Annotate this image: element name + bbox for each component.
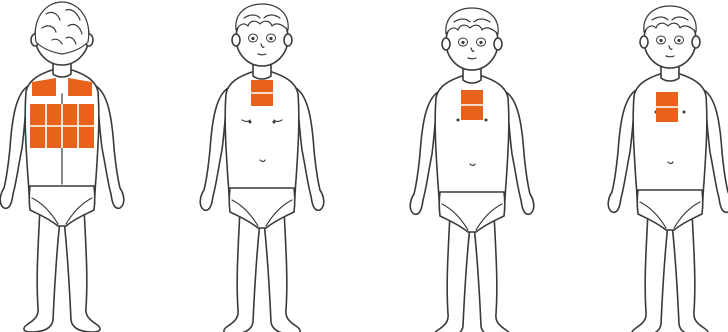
figure-front-neck	[200, 4, 324, 332]
upper-chest-patch-group	[461, 90, 483, 120]
figure-back-view	[0, 2, 124, 332]
figure-front-upper-chest	[410, 8, 534, 332]
neck-patch-group	[251, 80, 273, 106]
lower-chest-patch-group	[656, 92, 678, 122]
figure-front-lower-chest	[608, 6, 728, 332]
